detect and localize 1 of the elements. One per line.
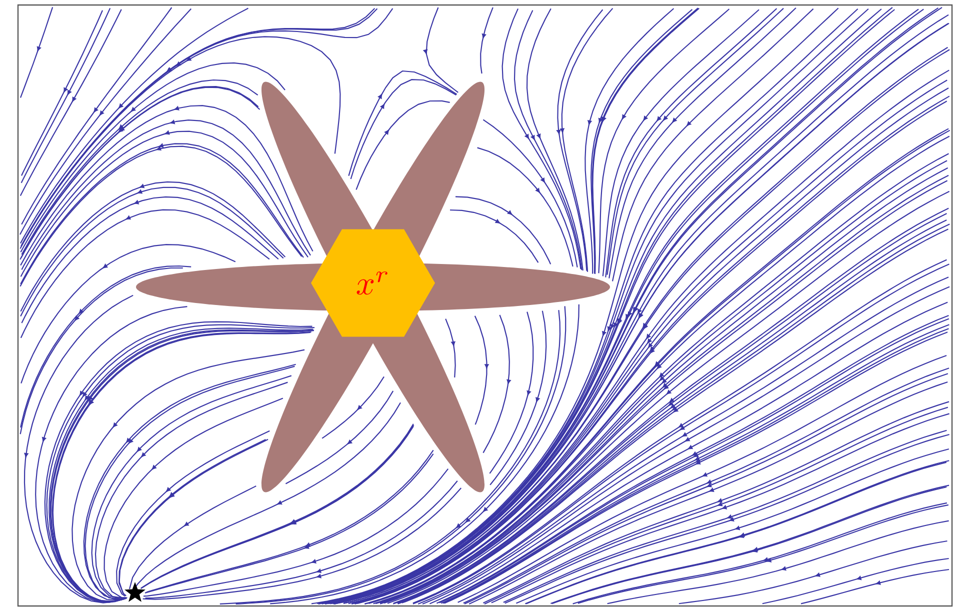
hexagon: $x^r$ — [311, 229, 435, 337]
